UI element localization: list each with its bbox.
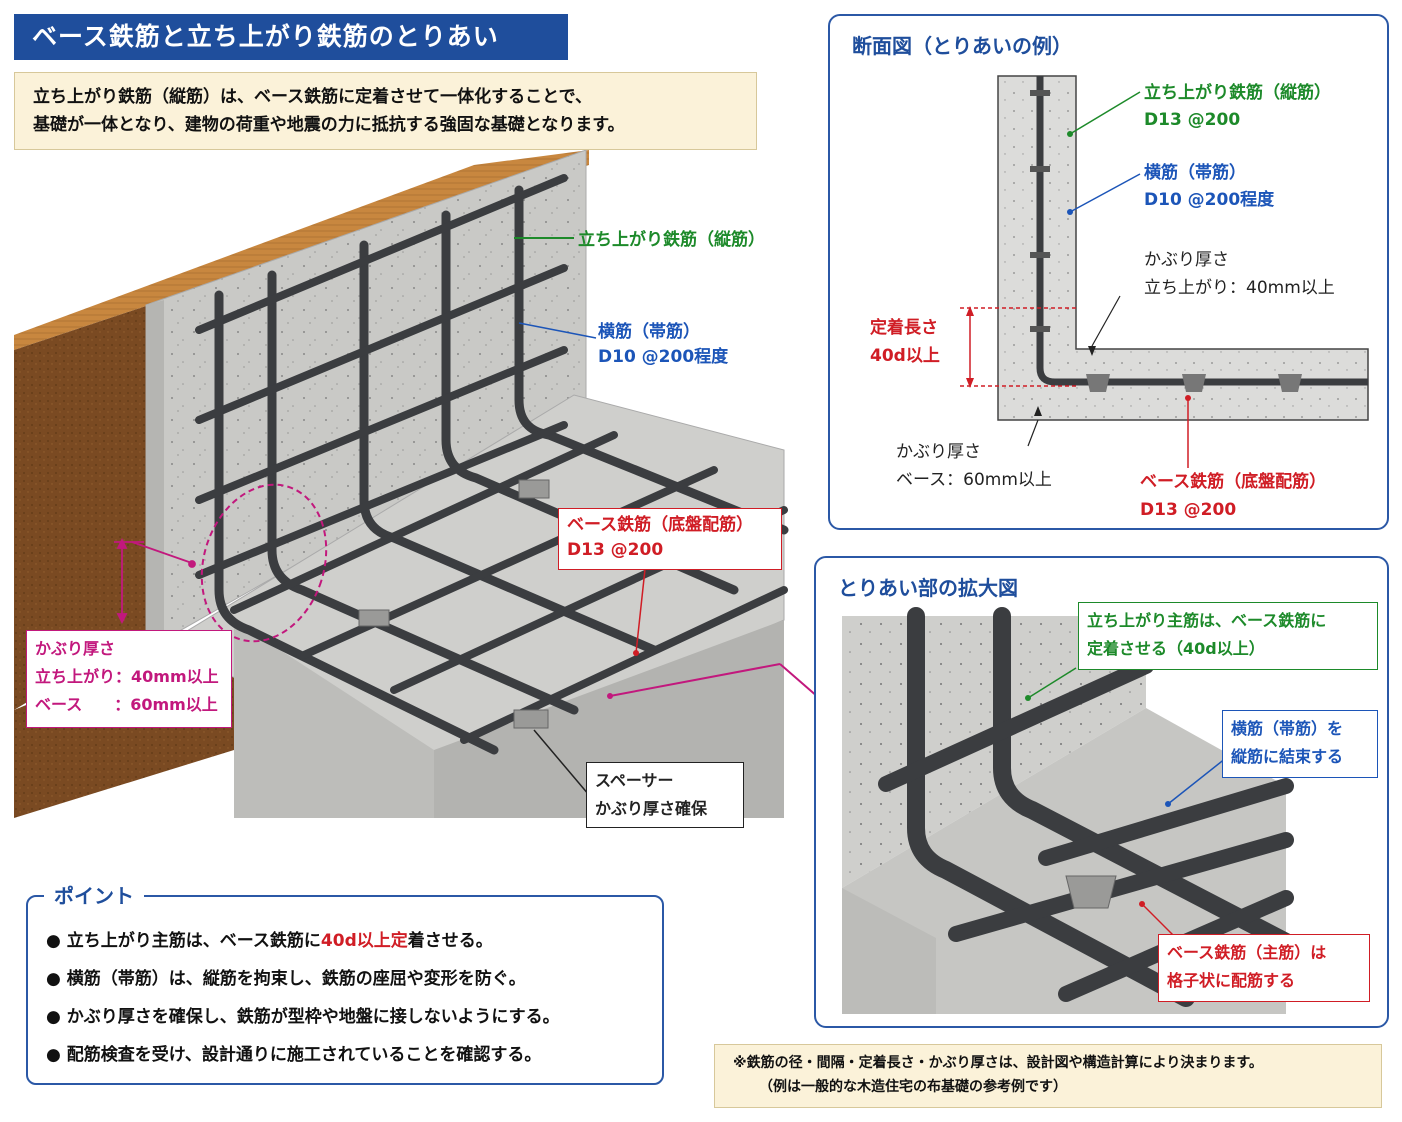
detail-callout-base: ベース鉄筋（主筋）は 格子状に配筋する [1158, 934, 1370, 1002]
label-base-rebar-box: ベース鉄筋（底盤配筋） D13 @200 [558, 508, 782, 570]
spacer-blocks [358, 479, 550, 729]
section-label-cover-riser: かぶり厚さ 立ち上がり：40mm以上 [1144, 250, 1335, 298]
section-label-base: ベース鉄筋（底盤配筋） D13 @200 [1140, 472, 1327, 520]
bullet-icon: ● [46, 1045, 61, 1065]
point-item-3: ● かぶり厚さを確保し、鉄筋が型枠や地盤に接しないようにする。 [46, 1007, 560, 1027]
label-horizontal-rebar: 横筋（帯筋） D10 @200程度 [598, 322, 729, 367]
bullet-icon: ● [46, 931, 61, 951]
point-item-1: ● 立ち上がり主筋は、ベース鉄筋に40d以上定着させる。 [46, 931, 493, 951]
page-title: ベース鉄筋と立ち上がり鉄筋のとりあい [14, 14, 568, 60]
label-cover-thickness-box: かぶり厚さ 立ち上がり：40mm以上 ベース ：60mm以上 [26, 630, 232, 728]
points-title: ポイント [44, 880, 144, 909]
leader-horizontal-rebar [518, 322, 597, 339]
section-label-vertical: 立ち上がり鉄筋（縦筋） D13 @200 [1144, 83, 1331, 130]
intro-text: 立ち上がり鉄筋（縦筋）は、ベース鉄筋に定着させて一体化することで、 基礎が一体と… [14, 72, 757, 150]
section-spacers [1086, 374, 1302, 392]
footnote-line-2: （例は一般的な木造住宅の布基礎の参考例です） [759, 1079, 1067, 1095]
section-label-horizontal: 横筋（帯筋） D10 @200程度 [1144, 163, 1275, 210]
section-vertical-rebar [1036, 76, 1368, 386]
anchor-length-dimension [960, 307, 1076, 387]
detail-callout-anchor: 立ち上がり主筋は、ベース鉄筋に 定着させる（40d以上） [1078, 602, 1378, 670]
point-item-4: ● 配筋検査を受け、設計通りに施工されていることを確認する。 [46, 1045, 542, 1065]
detail-panel: とりあい部の拡大図 [814, 556, 1389, 1028]
intro-line-2: 基礎が一体となり、建物の荷重や地震の力に抵抗する強固な基礎となります。 [33, 115, 625, 135]
intro-line-1: 立ち上がり鉄筋（縦筋）は、ベース鉄筋に定着させて一体化することで、 [33, 87, 592, 107]
section-ties [1030, 90, 1050, 332]
section-drawing [960, 75, 1369, 468]
section-diagram-panel: 断面図（とりあいの例） [828, 14, 1389, 530]
arrow-to-detail [607, 663, 834, 710]
point-item-2: ● 横筋（帯筋）は、縦筋を拘束し、鉄筋の座屈や変形を防ぐ。 [46, 969, 526, 989]
base-slab-front [234, 620, 434, 818]
label-vertical-rebar: 立ち上がり鉄筋（縦筋） [578, 230, 765, 250]
bullet-icon: ● [46, 969, 61, 989]
section-panel-title: 断面図（とりあいの例） [852, 34, 1072, 58]
detail-panel-title: とりあい部の拡大図 [838, 576, 1018, 600]
leader-spacer [533, 729, 590, 796]
bullet-icon: ● [46, 1007, 61, 1027]
points-box [26, 895, 664, 1085]
junction-highlight-ellipse [200, 483, 328, 643]
points-list: ● 立ち上がり主筋は、ベース鉄筋に40d以上定着させる。 ● 横筋（帯筋）は、縦… [46, 926, 656, 1065]
detail-rebar [878, 607, 1295, 1007]
cover-dimension-marker [114, 537, 196, 625]
label-spacer-box: スペーサー かぶり厚さ確保 [586, 762, 744, 828]
footnote-line-1: ※鉄筋の径・間隔・定着長さ・かぶり厚さは、設計図や構造計算により決まります。 [733, 1055, 1263, 1071]
detail-spacer [1065, 875, 1117, 909]
section-label-cover-base: かぶり厚さ ベース：60mm以上 [896, 442, 1052, 490]
leader-base-rebar [635, 559, 647, 654]
footnote: ※鉄筋の径・間隔・定着長さ・かぶり厚さは、設計図や構造計算により決まります。 （… [714, 1044, 1382, 1108]
detail-callout-tie: 横筋（帯筋）を 縦筋に結束する [1222, 710, 1378, 778]
soil [14, 300, 164, 710]
section-label-anchor: 定着長さ 40d以上 [870, 318, 940, 366]
section-concrete [997, 75, 1369, 421]
